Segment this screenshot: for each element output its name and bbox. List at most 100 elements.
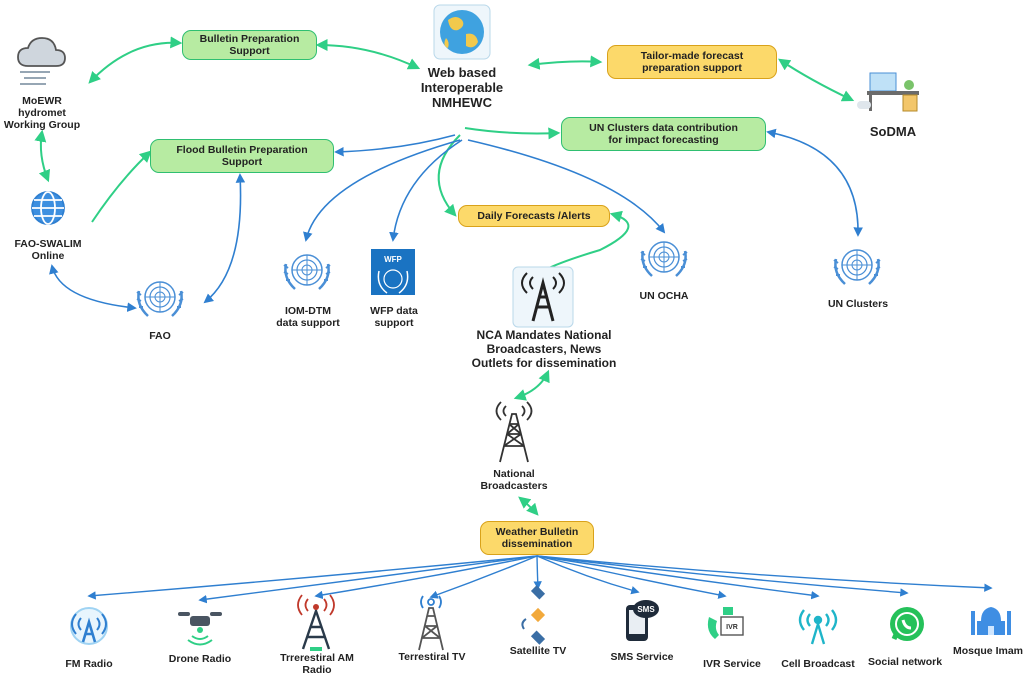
ocha-line1: UN OCHA (639, 290, 689, 302)
fm-radio-text: FM Radio (65, 658, 113, 670)
arrow-hub-flood (334, 134, 456, 157)
iom-un-logo-icon (282, 253, 332, 291)
channel-label-cell-broadcast: Cell Broadcast (776, 658, 860, 670)
iom-line2: data support (276, 317, 340, 329)
daily-forecasts-box: Daily Forecasts /Alerts (458, 205, 610, 227)
arrow-to-tv-tower (429, 555, 538, 599)
uncluster-line1: UN Clusters data contribution (589, 122, 738, 134)
arrow-to-drone (198, 555, 538, 604)
ocha-un-logo-icon (639, 240, 689, 278)
cell-broadcast-text: Cell Broadcast (781, 658, 855, 670)
cloud-rain-icon (17, 37, 66, 85)
iom-line1: IOM-DTM (284, 305, 332, 317)
arrow-hub-tailor (527, 55, 603, 70)
terrestrial-tv-text: Terrestiral TV (398, 651, 466, 663)
arrow-hub-iom (303, 139, 461, 242)
channel-label-social-network: Social network (862, 656, 948, 668)
nca-line3: Outlets for dissemination (471, 356, 617, 370)
green-arrows (34, 36, 855, 516)
arrow-flood-fao (203, 173, 246, 304)
tailor-line2: preparation support (642, 62, 742, 74)
arrow-swalim-flood (91, 150, 152, 223)
arrow-daily-nca (544, 210, 630, 271)
arrow-moewr-swalim (34, 129, 51, 183)
arrow-nca-national (513, 369, 550, 401)
arrow-uncluster-clusters (766, 128, 863, 237)
bulletin-prep-line1: Bulletin Preparation (199, 33, 300, 45)
wfp-line1: WFP data (370, 305, 418, 317)
mosque-imam-text: Mosque Imam (952, 645, 1023, 657)
channel-label-drone-radio: Drone Radio (163, 653, 237, 665)
nca-line2: Broadcasters, News (486, 342, 602, 356)
channel-label-sms: SMS Service (604, 651, 680, 663)
sms-text: SMS Service (610, 651, 674, 663)
clusters-line1: UN Clusters (827, 298, 889, 310)
whatsapp-icon (890, 607, 924, 641)
tailor-line1: Tailor-made forecast (640, 50, 744, 62)
fao-swalim-label: FAO-SWALIM Online (8, 238, 88, 262)
arrow-to-satellite (533, 555, 542, 590)
arrow-hub-wfp (389, 139, 463, 242)
channel-label-terrestrial-tv: Terrestiral TV (392, 651, 472, 663)
un-clusters-label: UN Clusters (820, 298, 896, 310)
svg-text:WFP: WFP (384, 255, 402, 264)
wfp-label: WFP data support (362, 305, 426, 329)
iom-label: IOM-DTM data support (270, 305, 346, 329)
moewr-line3: Working Group (3, 119, 81, 131)
hub-label: Web based Interoperable NMHEWC (412, 65, 512, 110)
arrow-bulletin-hub (315, 39, 421, 70)
wfp-logo-icon: WFP (371, 249, 415, 295)
tv-tower-icon (418, 595, 444, 651)
hub-line1: Web based (427, 65, 497, 80)
blue-arrows (49, 128, 863, 312)
arrow-to-fm-radio (87, 555, 538, 600)
moewr-label: MoEWR hydromet Working Group (2, 95, 82, 131)
swalim-line1: FAO-SWALIM (14, 238, 82, 250)
fao-label: FAO (140, 330, 180, 342)
globe-icon (433, 4, 491, 60)
arrow-hub-ocha (467, 139, 666, 234)
svg-text:SMS: SMS (637, 605, 655, 614)
arrow-swalim-fao (49, 264, 137, 312)
arrow-to-cell-broadcast (536, 555, 820, 600)
ivr-icon: IVR (707, 607, 744, 639)
am-radio-text2: Radio (302, 664, 332, 676)
fao-un-logo-icon (135, 280, 185, 318)
channel-label-ivr: IVR Service (694, 658, 770, 670)
arrow-moewr-bulletin (88, 36, 183, 84)
bulletin-prep-line2: Support (229, 45, 270, 57)
hub-line2: Interoperable (420, 80, 504, 95)
ivr-text: IVR Service (703, 658, 761, 670)
fao-line1: FAO (149, 330, 171, 342)
nca-line1: NCA Mandates National (476, 328, 612, 342)
satellite-tv-text: Satellite TV (509, 645, 567, 657)
national-line2: Broadcasters (480, 480, 548, 492)
web-globe-icon (31, 191, 65, 225)
fm-radio-icon (70, 607, 108, 645)
drone-radio-text: Drone Radio (168, 653, 232, 665)
mosque-icon (971, 607, 1011, 635)
dissemination-fan (87, 555, 993, 604)
arrow-to-whatsapp (536, 555, 909, 597)
un-ocha-label: UN OCHA (632, 290, 696, 302)
arrow-national-weather (518, 496, 539, 516)
transmission-tower-icon (495, 401, 533, 463)
arrow-to-ivr (536, 555, 727, 599)
flood-line2: Support (221, 156, 263, 168)
weather-line2: dissemination (501, 538, 573, 550)
arrow-to-sms-phone (536, 555, 640, 595)
uncluster-line2: for impact forecasting (608, 134, 719, 146)
arrow-tailor-sodma (778, 58, 855, 102)
arrow-hub-daily (437, 134, 461, 217)
arrow-to-mosque (536, 555, 993, 592)
am-radio-text: Trrerestiral AM (280, 652, 354, 664)
daily-line1: Daily Forecasts /Alerts (477, 210, 591, 222)
social-network-text: Social network (867, 656, 943, 668)
national-broadcasters-label: National Broadcasters (474, 468, 554, 492)
nca-label: NCA Mandates National Broadcasters, News… (466, 328, 622, 370)
